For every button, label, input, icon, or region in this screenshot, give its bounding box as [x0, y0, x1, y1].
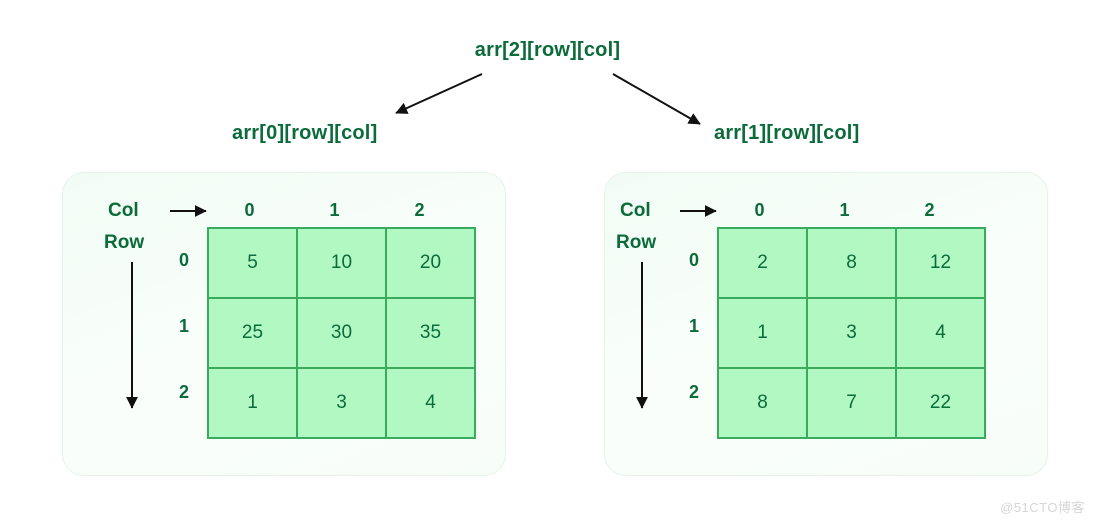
row-header: 2: [178, 382, 189, 402]
grid-cell: 25: [207, 297, 298, 369]
arrow-to-left-branch-icon: [395, 73, 483, 114]
table-row: 5 10 20: [207, 227, 476, 299]
column-header: 0: [244, 200, 255, 220]
table-row: 8 7 22: [717, 367, 986, 439]
row-axis-label-right: Row: [616, 232, 657, 253]
column-header: 1: [329, 200, 340, 220]
array-grid-left: 5 10 20 25 30 35 1 3 4: [207, 227, 476, 439]
row-header: 2: [688, 382, 699, 402]
row-header: 1: [688, 316, 699, 336]
grid-cell: 1: [207, 367, 298, 439]
column-header: 0: [754, 200, 765, 220]
grid-cell: 35: [385, 297, 476, 369]
column-header-row-right: 0 1 2: [717, 200, 972, 221]
column-header: 2: [924, 200, 935, 220]
root-node-label: arr[2][row][col]: [474, 39, 621, 61]
array-grid-right: 2 8 12 1 3 4 8 7 22: [717, 227, 986, 439]
watermark: @51CTO博客: [1000, 500, 1085, 515]
grid-cell: 10: [296, 227, 387, 299]
table-row: 2 8 12: [717, 227, 986, 299]
grid-cell: 5: [207, 227, 298, 299]
col-axis-label-left: Col: [108, 200, 139, 221]
grid-cell: 1: [717, 297, 808, 369]
branch-node-label-right: arr[1][row][col]: [714, 122, 860, 144]
table-row: 1 3 4: [207, 367, 476, 439]
grid-cell: 8: [806, 227, 897, 299]
column-header: 1: [839, 200, 850, 220]
grid-cell: 22: [895, 367, 986, 439]
grid-cell: 12: [895, 227, 986, 299]
row-axis-label-left: Row: [104, 232, 145, 253]
table-row: 1 3 4: [717, 297, 986, 369]
grid-cell: 20: [385, 227, 476, 299]
grid-cell: 3: [296, 367, 387, 439]
branch-node-label-left: arr[0][row][col]: [232, 122, 378, 144]
row-header: 1: [178, 316, 189, 336]
grid-cell: 3: [806, 297, 897, 369]
column-header: 2: [414, 200, 425, 220]
table-row: 25 30 35: [207, 297, 476, 369]
grid-cell: 30: [296, 297, 387, 369]
grid-cell: 2: [717, 227, 808, 299]
column-header-row-left: 0 1 2: [207, 200, 462, 221]
row-header-column-left: 0 1 2: [172, 227, 196, 425]
grid-cell: 4: [895, 297, 986, 369]
grid-cell: 7: [806, 367, 897, 439]
grid-cell: 8: [717, 367, 808, 439]
row-header: 0: [178, 250, 189, 270]
grid-cell: 4: [385, 367, 476, 439]
arrow-to-right-branch-icon: [612, 73, 701, 125]
row-header-column-right: 0 1 2: [682, 227, 706, 425]
row-header: 0: [688, 250, 699, 270]
col-axis-label-right: Col: [620, 200, 651, 221]
